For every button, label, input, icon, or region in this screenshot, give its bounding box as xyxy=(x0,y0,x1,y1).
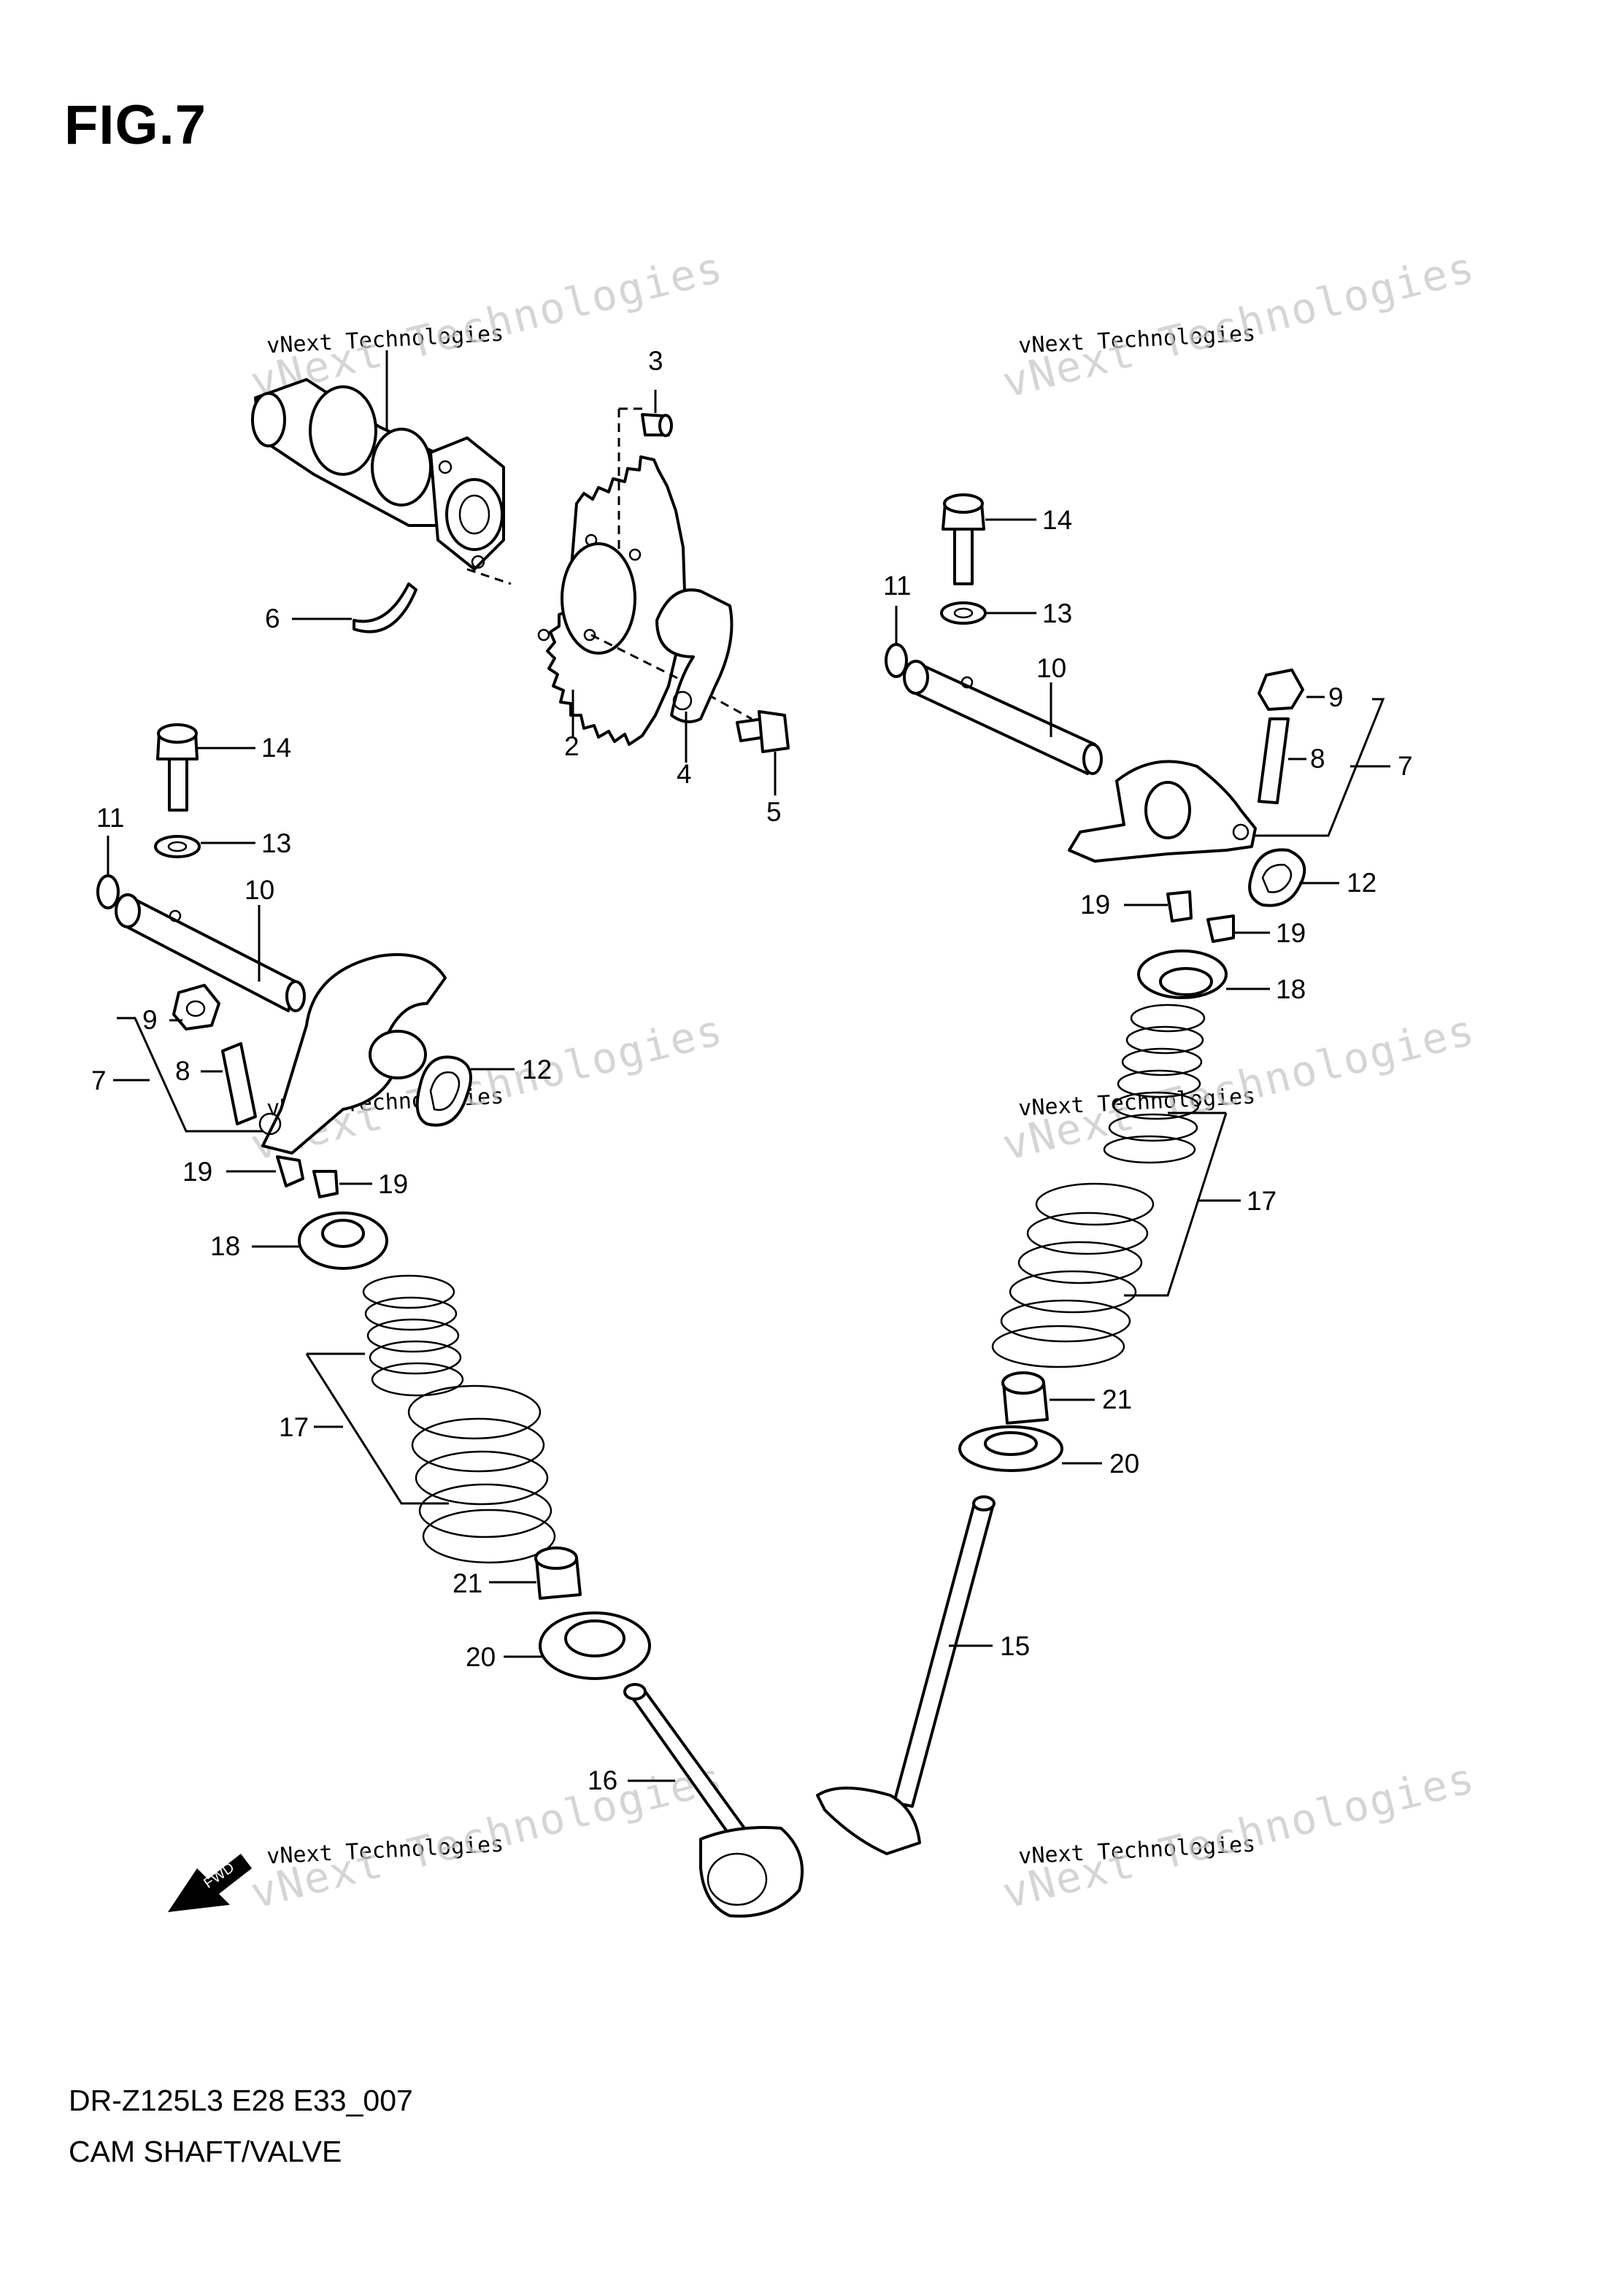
valve-spring-outer xyxy=(407,1384,556,1564)
valve-cotter xyxy=(1166,890,1193,922)
assembly-bracket xyxy=(117,1017,263,1133)
valve-spring-outer xyxy=(991,1182,1155,1368)
callout-4: 4 xyxy=(677,759,692,789)
dowel-pin xyxy=(641,413,673,437)
callout-19: 19 xyxy=(1276,918,1306,948)
cam-sprocket xyxy=(537,455,686,746)
spring-retainer xyxy=(1137,949,1228,999)
spring-seat xyxy=(539,1611,651,1680)
callout-8: 8 xyxy=(1310,744,1325,774)
callout-18: 18 xyxy=(1276,974,1306,1004)
valve-stem-seal xyxy=(1001,1371,1049,1425)
callout-11: 11 xyxy=(883,571,911,601)
rocker-arm xyxy=(1068,760,1257,863)
valve-cotter xyxy=(276,1155,304,1187)
callout-7: 7 xyxy=(91,1066,107,1095)
callout-19: 19 xyxy=(1080,890,1110,920)
o-ring xyxy=(885,643,908,678)
callout-14: 14 xyxy=(1042,505,1072,535)
seal xyxy=(415,1055,472,1127)
callout-3: 3 xyxy=(648,346,663,376)
callout-5: 5 xyxy=(766,797,782,827)
rocker-shaft-bolt xyxy=(942,493,985,585)
callout-21: 21 xyxy=(453,1568,482,1598)
intake-valve xyxy=(623,1683,804,1918)
camshaft xyxy=(251,350,505,571)
callout-10: 10 xyxy=(1036,653,1066,683)
adjust-nut xyxy=(1258,669,1304,711)
spring-seat xyxy=(958,1425,1063,1472)
valve-spring-inner xyxy=(1103,1003,1206,1164)
callout-18: 18 xyxy=(210,1231,240,1261)
diagram-description: CAM SHAFT/VALVE xyxy=(69,2135,342,2168)
callout-2: 2 xyxy=(564,731,580,761)
adjust-nut xyxy=(172,984,220,1030)
callout-15: 15 xyxy=(1000,1631,1030,1661)
rocker-shaft xyxy=(115,893,306,1012)
callout-17: 17 xyxy=(1247,1186,1277,1216)
adjust-screw xyxy=(221,1042,257,1125)
rocker-shaft-bolt xyxy=(156,723,199,812)
seal xyxy=(1248,848,1306,907)
callout-12: 12 xyxy=(1347,868,1376,898)
sprocket-bolt xyxy=(736,710,790,753)
callout-13: 13 xyxy=(261,828,291,858)
callout-16: 16 xyxy=(588,1765,617,1795)
callout-8: 8 xyxy=(175,1056,190,1086)
callout-11: 11 xyxy=(96,803,124,833)
callout-20: 20 xyxy=(466,1642,496,1672)
callout-10: 10 xyxy=(245,875,274,905)
adjust-screw xyxy=(1258,717,1290,804)
washer xyxy=(940,601,987,625)
rocker-arm xyxy=(258,953,447,1155)
callout-19: 19 xyxy=(182,1157,212,1187)
rocker-shaft xyxy=(903,660,1103,775)
callout-13: 13 xyxy=(1042,598,1072,628)
exhaust-valve xyxy=(816,1495,996,1855)
callout-7: 7 xyxy=(1398,751,1413,781)
callout-9: 9 xyxy=(142,1005,158,1035)
sprocket-plate xyxy=(655,588,734,723)
retaining-clip xyxy=(353,582,417,633)
valve-spring-inner xyxy=(362,1274,464,1397)
callout-12: 12 xyxy=(522,1055,552,1085)
callout-19: 19 xyxy=(378,1169,408,1199)
valve-cotter xyxy=(312,1170,339,1198)
callout-14: 14 xyxy=(261,733,291,763)
washer xyxy=(154,835,201,858)
callout-6: 6 xyxy=(265,604,280,633)
spring-retainer xyxy=(298,1211,388,1270)
callout-20: 20 xyxy=(1109,1449,1139,1479)
callout-21: 21 xyxy=(1102,1384,1132,1414)
o-ring xyxy=(96,874,120,909)
valve-cotter xyxy=(1206,914,1235,943)
model-code: DR-Z125L3 E28 E33_007 xyxy=(69,2084,413,2117)
callout-17: 17 xyxy=(279,1412,309,1442)
fwd-arrow-icon: FWD xyxy=(168,1854,252,1912)
figure-title: FIG.7 xyxy=(64,94,207,156)
valve-stem-seal xyxy=(534,1546,582,1600)
callout-9: 9 xyxy=(1328,682,1344,712)
